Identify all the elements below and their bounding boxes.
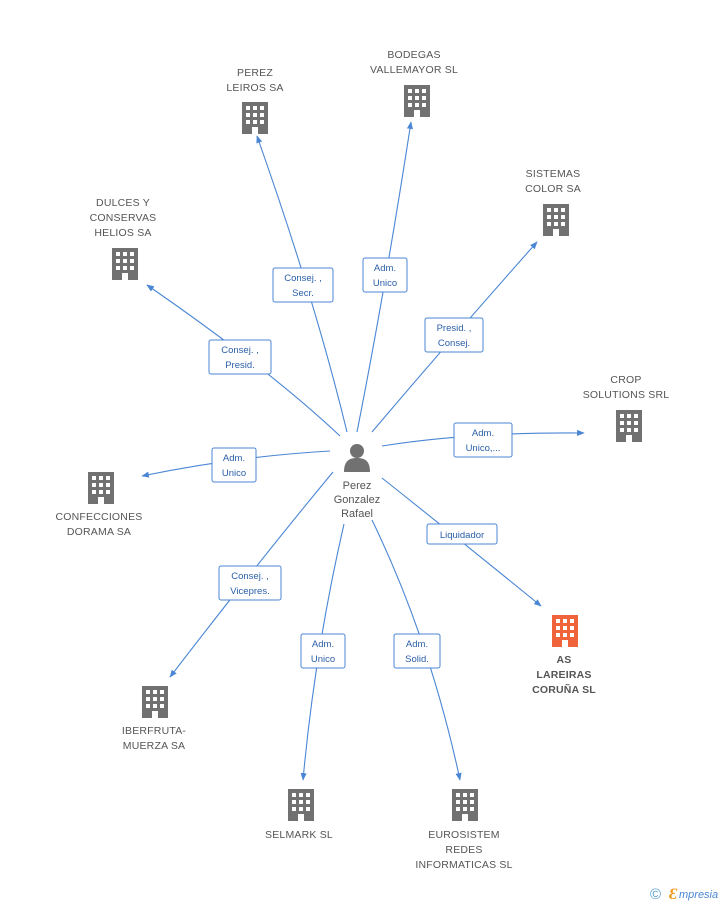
role-label-line: Adm. — [374, 263, 396, 274]
role-label-line: Adm. — [223, 453, 245, 464]
role-box-eurosistem[interactable]: Adm. Solid. — [393, 633, 441, 669]
role-box-bodegas-vallemayor[interactable]: Adm. Unico — [362, 257, 408, 293]
company-name-line: CONSERVAS — [90, 212, 157, 224]
company-name-line: SISTEMAS — [526, 168, 581, 180]
role-box-crop-solutions[interactable]: Adm. Unico,... — [453, 422, 513, 458]
company-name-line: COLOR SA — [525, 183, 581, 195]
building-icon — [242, 102, 268, 134]
company-node-crop-solutions[interactable]: CROP SOLUTIONS SRL — [583, 374, 670, 442]
company-name-line: INFORMATICAS SL — [415, 859, 512, 871]
building-icon — [543, 204, 569, 236]
building-icon — [88, 472, 114, 504]
company-name-line: AS — [557, 654, 572, 666]
building-icon — [452, 789, 478, 821]
company-name-line: IBERFRUTA- — [122, 725, 187, 737]
role-label-line: Secr. — [292, 288, 314, 299]
role-box-confecciones-dorama[interactable]: Adm. Unico — [211, 447, 257, 483]
role-label-line: Unico,... — [466, 443, 501, 454]
role-label-line: Unico — [311, 654, 335, 665]
role-label-line: Consej. — [438, 338, 470, 349]
company-name-line: CONFECCIONES — [56, 511, 143, 523]
person-name-line-2: Gonzalez — [334, 494, 380, 506]
company-name-line: CROP — [610, 374, 641, 386]
role-box-sistemas-color[interactable]: Presid. , Consej. — [424, 317, 484, 353]
role-box-selmark[interactable]: Adm. Unico — [300, 633, 346, 669]
company-node-selmark[interactable]: SELMARK SL — [265, 789, 333, 841]
company-node-iberfruta-muerza[interactable]: IBERFRUTA- MUERZA SA — [122, 686, 187, 752]
role-label-line: Adm. — [312, 639, 334, 650]
company-name-line: CORUÑA SL — [532, 683, 596, 696]
company-name-line: MUERZA SA — [123, 740, 185, 752]
company-name-line: SOLUTIONS SRL — [583, 389, 670, 401]
person-name-line-1: Perez — [343, 480, 372, 492]
role-label-line: Adm. — [406, 639, 428, 650]
company-name-line: REDES — [445, 844, 482, 856]
person-name-line-3: Rafael — [341, 508, 373, 520]
building-icon — [552, 615, 578, 647]
company-name-line: DORAMA SA — [67, 526, 131, 538]
company-node-as-lareiras[interactable]: AS LAREIRAS CORUÑA SL — [532, 615, 596, 696]
company-name-line: LEIROS SA — [226, 82, 283, 94]
building-icon — [288, 789, 314, 821]
role-label-line: Consej. , — [284, 273, 322, 284]
role-box-perez-leiros[interactable]: Consej. , Secr. — [272, 267, 334, 303]
company-node-perez-leiros[interactable]: PEREZ LEIROS SA — [226, 67, 283, 134]
building-icon — [142, 686, 168, 718]
company-node-eurosistem[interactable]: EUROSISTEM REDES INFORMATICAS SL — [415, 789, 512, 871]
role-label-line: Liquidador — [440, 530, 484, 541]
nodes-layer: PEREZ LEIROS SA BODEGAS VALLEMAYOR SL SISTEM… — [56, 49, 670, 871]
role-label-line: Vicepres. — [230, 586, 269, 597]
role-label-line: Consej. , — [221, 345, 259, 356]
brand-name: mpresia — [679, 889, 718, 901]
role-label-line: Solid. — [405, 654, 429, 665]
center-person[interactable]: Perez Gonzalez Rafael — [334, 444, 380, 520]
role-label-line: Unico — [222, 468, 246, 479]
company-node-bodegas-vallemayor[interactable]: BODEGAS VALLEMAYOR SL — [370, 49, 458, 117]
role-box-as-lareiras[interactable]: Liquidador — [426, 523, 498, 545]
building-icon — [404, 85, 430, 117]
role-label-line: Consej. , — [231, 571, 269, 582]
company-name-line: BODEGAS — [387, 49, 440, 61]
company-name-line: VALLEMAYOR SL — [370, 64, 458, 76]
building-icon — [112, 248, 138, 280]
role-label-line: Adm. — [472, 428, 494, 439]
copyright-symbol: © — [650, 886, 661, 903]
role-label-line: Presid. — [225, 360, 255, 371]
role-label-line: Unico — [373, 278, 397, 289]
company-name-line: HELIOS SA — [94, 227, 151, 239]
building-icon — [616, 410, 642, 442]
empresia-watermark[interactable]: © Ɛ mpresia — [650, 886, 718, 903]
person-icon — [344, 444, 370, 472]
role-box-dulces-conservas[interactable]: Consej. , Presid. — [208, 339, 272, 375]
role-box-iberfruta-muerza[interactable]: Consej. , Vicepres. — [218, 565, 282, 601]
company-name-line: EUROSISTEM — [428, 829, 499, 841]
company-node-confecciones-dorama[interactable]: CONFECCIONES DORAMA SA — [56, 472, 143, 538]
company-node-sistemas-color[interactable]: SISTEMAS COLOR SA — [525, 168, 581, 236]
company-name-line: SELMARK SL — [265, 829, 333, 841]
role-label-line: Presid. , — [437, 323, 472, 334]
company-name-line: DULCES Y — [96, 197, 150, 209]
company-name-line: LAREIRAS — [536, 669, 591, 681]
brand-initial: Ɛ — [669, 886, 678, 903]
company-node-dulces-conservas[interactable]: DULCES Y CONSERVAS HELIOS SA — [90, 197, 157, 280]
company-name-line: PEREZ — [237, 67, 273, 79]
